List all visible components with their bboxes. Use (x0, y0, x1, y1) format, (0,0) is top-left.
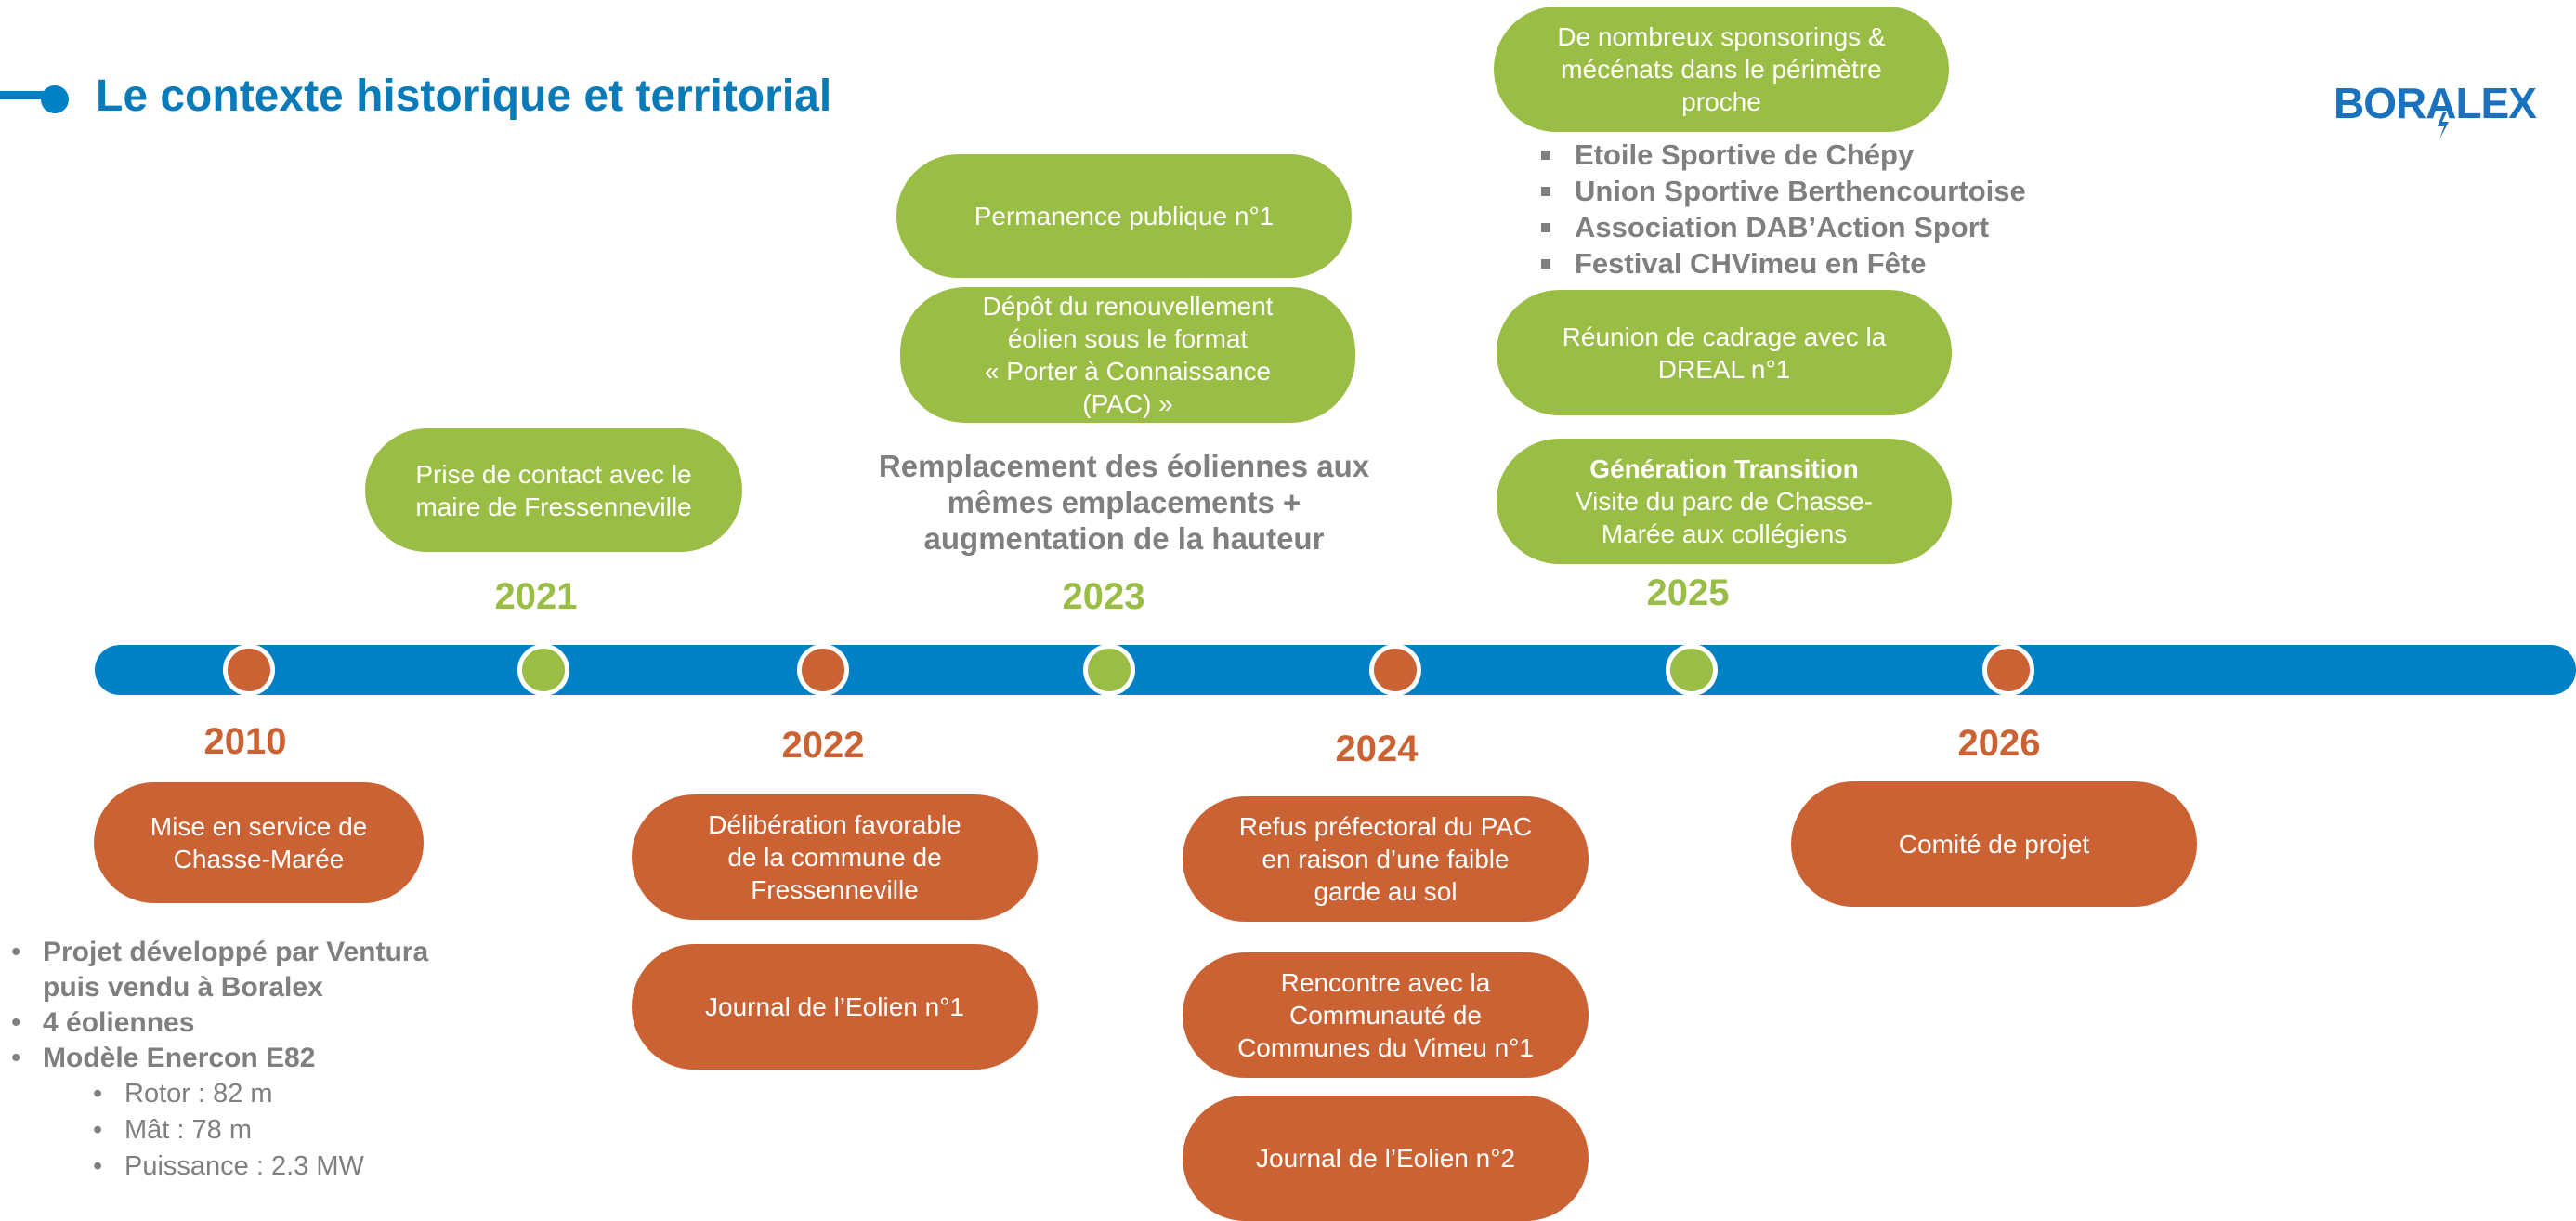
timeline-bar (95, 645, 2576, 695)
year-2023: 2023 (1062, 576, 1145, 617)
year-2024: 2024 (1335, 729, 1419, 769)
project-detail-item: Projet développé par Ventura puis vendu … (9, 935, 428, 1005)
event-2021-prise-de-contact: Prise de contact avec le maire de Fresse… (365, 428, 742, 552)
logo-bolt-icon (2438, 112, 2449, 139)
year-2022: 2022 (781, 725, 865, 766)
sponsor-item: Etoile Sportive de Chépy (1539, 137, 2026, 173)
event-2023-depot-pac: Dépôt du renouvellement éolien sous le f… (900, 287, 1355, 423)
year-2025: 2025 (1646, 572, 1730, 613)
project-spec-item: Rotor : 82 m (87, 1076, 364, 1112)
project-spec-item: Puissance : 2.3 MW (87, 1149, 364, 1185)
timeline-node-2022 (797, 644, 849, 696)
project-details-list: Projet développé par Ventura puis vendu … (9, 935, 428, 1076)
timeline-node-2023 (1083, 644, 1135, 696)
sponsor-list: Etoile Sportive de Chépy Union Sportive … (1539, 137, 2026, 282)
title-accent-dot (41, 85, 69, 113)
event-2022-journal-1: Journal de l’Eolien n°1 (632, 944, 1038, 1070)
project-detail-item: Modèle Enercon E82 (9, 1041, 428, 1076)
project-spec-item: Mât : 78 m (87, 1112, 364, 1149)
timeline-node-2010 (223, 644, 275, 696)
event-2024-rencontre-ccv: Rencontre avec la Communauté de Communes… (1183, 952, 1589, 1078)
timeline-node-2026 (1982, 644, 2034, 696)
event-2022-deliberation: Délibération favorable de la commune de … (632, 794, 1038, 920)
title-accent-bar (0, 91, 56, 99)
timeline-node-2025 (1666, 644, 1718, 696)
sponsor-item: Association DAB’Action Sport (1539, 209, 2026, 245)
year-2010: 2010 (203, 721, 287, 762)
project-detail-item: 4 éoliennes (9, 1005, 428, 1041)
event-2025-reunion-dreal: Réunion de cadrage avec la DREAL n°1 (1497, 290, 1952, 415)
event-2023-permanence: Permanence publique n°1 (896, 154, 1352, 278)
note-remplacement: Remplacement des éoliennes aux mêmes emp… (878, 449, 1370, 556)
year-2021: 2021 (494, 576, 578, 617)
timeline-node-2021 (517, 644, 569, 696)
page-title: Le contexte historique et territorial (96, 72, 832, 121)
boralex-logo: BORALEX (2334, 79, 2537, 127)
event-2024-journal-2: Journal de l’Eolien n°2 (1183, 1096, 1589, 1221)
sponsor-item: Union Sportive Berthencourtoise (1539, 173, 2026, 209)
event-2026-comite-de-projet: Comité de projet (1791, 781, 2197, 907)
year-2026: 2026 (1957, 723, 2041, 764)
sponsor-item: Festival CHVimeu en Fête (1539, 245, 2026, 282)
event-2025-sponsorings: De nombreux sponsorings & mécénats dans … (1494, 7, 1949, 132)
event-2024-refus-prefectoral: Refus préfectoral du PAC en raison d’une… (1183, 796, 1589, 922)
project-specs-list: Rotor : 82 m Mât : 78 m Puissance : 2.3 … (0, 1076, 364, 1185)
event-2010-mise-en-service: Mise en service de Chasse-Marée (94, 782, 424, 903)
timeline-node-2024 (1369, 644, 1421, 696)
